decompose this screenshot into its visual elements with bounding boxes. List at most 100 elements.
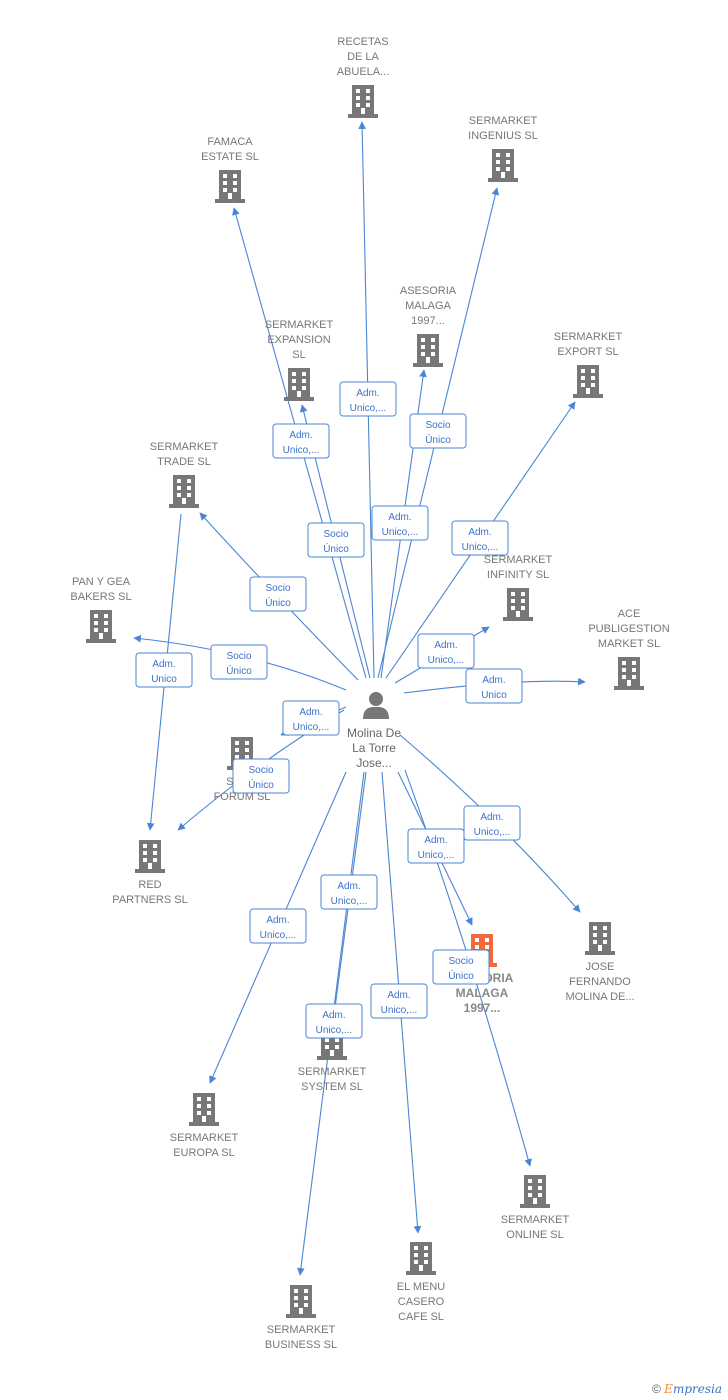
edge-label-box: [409, 413, 467, 449]
edge-label-text: Unico,...: [382, 527, 419, 538]
edge-label-sm-infinity[interactable]: Adm.Unico,...: [417, 633, 475, 669]
edge-label-text: Unico,...: [331, 896, 368, 907]
company-name-label: SL: [292, 349, 305, 361]
company-name-label: PARTNERS SL: [112, 894, 187, 906]
edge-label-text: Adm.: [480, 812, 503, 823]
company-node-pan-gea[interactable]: PAN Y GEA BAKERS SL: [70, 576, 132, 643]
company-name-label: CASERO: [398, 1296, 445, 1308]
edge-label-text: Unico,...: [381, 1005, 418, 1016]
person-name-label: Jose...: [356, 756, 391, 770]
edge-label-sm-expansion[interactable]: Adm.Unico,...: [272, 423, 330, 459]
edge-label-sm-system[interactable]: Adm.Unico,...: [305, 1003, 363, 1039]
company-name-label: 1997...: [411, 315, 445, 327]
edge-label-sm-forum[interactable]: Adm.Unico,...: [282, 700, 340, 736]
company-name-label: ESTATE SL: [201, 151, 259, 163]
person-name-label: Molina De: [347, 726, 401, 740]
edge-label-box: [432, 949, 490, 985]
edge-label-text: Socio: [248, 765, 273, 776]
building-icon: [86, 610, 116, 643]
edge-label-text: Unico,...: [293, 722, 330, 733]
company-name-label: INFINITY SL: [487, 569, 549, 581]
edge-label-box: [339, 381, 397, 417]
building-icon: [520, 1175, 550, 1208]
edge-label-box: [282, 700, 340, 736]
building-icon: [169, 475, 199, 508]
company-name-label: SERMARKET: [170, 1132, 239, 1144]
edge-label-box: [135, 652, 193, 688]
edge-label-asesoria-main[interactable]: Adm.Unico,...: [407, 828, 465, 864]
building-icon: [406, 1242, 436, 1275]
company-name-label: EXPANSION: [267, 334, 330, 346]
company-name-label: SERMARKET: [554, 331, 623, 343]
edge-label-text: Único: [265, 596, 291, 609]
edge-label-text: Unico,...: [428, 655, 465, 666]
edge-label-box: [210, 644, 268, 680]
company-node-el-menu[interactable]: EL MENU CASERO CAFE SL: [397, 1242, 446, 1323]
company-node-famaca[interactable]: FAMACA ESTATE SL: [201, 136, 259, 203]
company-name-label: MALAGA: [405, 300, 452, 312]
company-node-asesoria-top[interactable]: ASESORIAMALAGA1997...: [400, 285, 457, 367]
edge-label-text: Unico: [481, 690, 507, 701]
brand-logo[interactable]: Empresia: [664, 1382, 722, 1396]
company-name-label: FORUM SL: [214, 791, 271, 803]
company-name-label: CAFE SL: [398, 1311, 444, 1323]
company-name-label: ABUELA...: [337, 66, 390, 78]
edge-label-text: Único: [425, 433, 451, 446]
company-name-label: ACE: [618, 608, 641, 620]
edge-label-box: [307, 522, 365, 558]
edge-label-sm-business[interactable]: Adm.Unico,...: [320, 874, 378, 910]
edge-label-box: [417, 633, 475, 669]
edge-label-red-partners[interactable]: Adm.Unico: [135, 652, 193, 688]
edge-label-sm-export[interactable]: Adm.Unico,...: [451, 520, 509, 556]
edge-label-text: Adm.: [424, 835, 447, 846]
edge-label-text: Socio: [425, 420, 450, 431]
edge-label-box: [232, 758, 290, 794]
company-name-label: SERMARKET: [150, 441, 219, 453]
building-icon: [284, 368, 314, 401]
company-name-label: FAMACA: [207, 136, 253, 148]
company-name-label: BUSINESS SL: [265, 1339, 337, 1351]
edge-label-recetas[interactable]: Adm.Unico,...: [339, 381, 397, 417]
edge-label-text: Adm.: [356, 388, 379, 399]
edge-label-box: [451, 520, 509, 556]
building-icon: [215, 170, 245, 203]
edge-label-text: Unico,...: [283, 445, 320, 456]
edge-label-jose-fernando[interactable]: Adm.Unico,...: [463, 805, 521, 841]
company-name-label: EL MENU: [397, 1281, 446, 1293]
company-name-label: BAKERS SL: [70, 591, 131, 603]
edge-label-el-menu[interactable]: Adm.Unico,...: [370, 983, 428, 1019]
company-name-label: PAN Y GEA: [72, 576, 131, 588]
building-icon: [585, 922, 615, 955]
company-name-label: SYSTEM SL: [301, 1081, 363, 1093]
edge-label-sm-europa[interactable]: Adm.Unico,...: [249, 908, 307, 944]
edge-label-asesoria-top[interactable]: Adm.Unico,...: [371, 505, 429, 541]
copyright-symbol: ©: [651, 1382, 661, 1396]
edge-label-text: Unico: [151, 674, 177, 685]
edge-label-box: [371, 505, 429, 541]
edge-label-ace[interactable]: Adm.Unico: [465, 668, 523, 704]
edge-label-text: Adm.: [266, 915, 289, 926]
building-icon: [348, 85, 378, 118]
company-name-label: ONLINE SL: [506, 1229, 563, 1241]
company-name-label: 1997...: [464, 1001, 501, 1015]
